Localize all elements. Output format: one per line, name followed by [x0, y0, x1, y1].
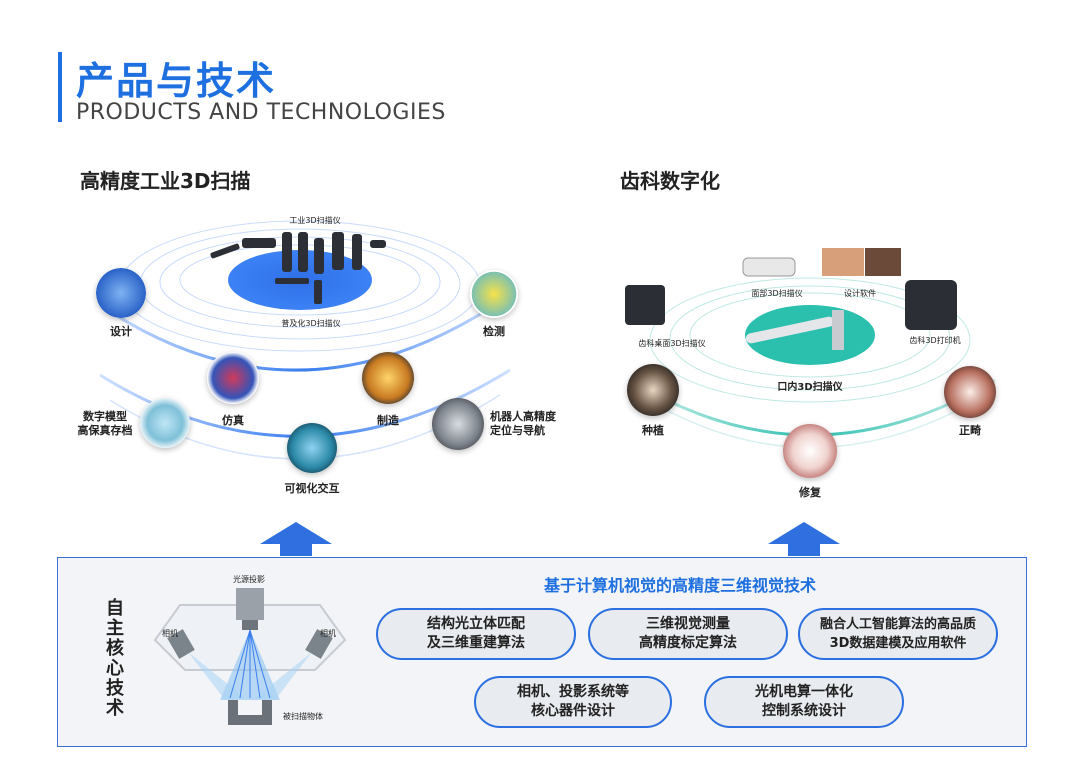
tech-pill-control-system: 光机电算一体化 控制系统设计: [704, 676, 904, 728]
robot-label: 机器人高精度 定位与导航: [490, 410, 556, 437]
right-section-title: 齿科数字化: [620, 169, 720, 193]
archive-label: 数字模型 高保真存档: [77, 410, 133, 437]
core-tech-headline: 基于计算机视觉的高精度三维视觉技术: [543, 576, 816, 595]
inspect-icon: [470, 270, 518, 318]
right-up-arrow-icon: [768, 522, 840, 556]
design-label: 设计: [110, 325, 132, 338]
object-label: 被扫描物体: [283, 712, 323, 721]
tech-pill-ai-modeling: 融合人工智能算法的高品质 3D数据建模及应用软件: [798, 608, 998, 660]
inspect-label: 检测: [483, 325, 505, 338]
design-icon: [96, 268, 146, 318]
popular-scanner-label: 普及化3D扫描仪: [281, 319, 341, 328]
camera-left-label: 相机: [162, 629, 178, 638]
camera-left-icon: [167, 629, 195, 659]
scanned-object-icon: [228, 700, 272, 725]
intraoral-label: 口内3D扫描仪: [777, 382, 843, 393]
manufacture-icon: [362, 352, 414, 404]
tech-pill-core-devices: 相机、投影系统等 核心器件设计: [474, 676, 672, 728]
face-scanner-label: 面部3D扫描仪: [751, 289, 803, 298]
camera-right-icon: [305, 629, 333, 659]
visual-label: 可视化交互: [284, 482, 340, 495]
industrial-scanner-label: 工业3D扫描仪: [289, 216, 341, 225]
restore-label: 修复: [799, 486, 821, 499]
implant-icon: [627, 364, 679, 416]
design-software-label: 设计软件: [844, 289, 876, 298]
simulation-icon: [207, 352, 259, 404]
restore-icon: [783, 424, 837, 478]
projector-icon: [236, 588, 264, 620]
tech-pill-structured-light: 结构光立体匹配 及三维重建算法: [376, 608, 576, 660]
structured-light-diagram: [153, 588, 347, 725]
implant-label: 种植: [642, 424, 664, 437]
desktop-scanner-label: 齿科桌面3D扫描仪: [638, 339, 706, 348]
industrial-scan-diagram: [99, 220, 511, 460]
left-section-title: 高精度工业3D扫描: [80, 169, 251, 193]
robot-icon: [432, 398, 484, 450]
core-tech-vertical-title: 自主核心技术: [103, 598, 124, 718]
ortho-icon: [944, 366, 996, 418]
dental-devices-icon: [625, 248, 957, 350]
visual-icon: [287, 423, 337, 473]
title-accent-bar: [58, 52, 62, 122]
left-up-arrow-icon: [260, 522, 332, 556]
camera-right-label: 相机: [320, 629, 336, 638]
manufacture-label: 制造: [377, 414, 399, 427]
tech-pill-calibration: 三维视觉测量 高精度标定算法: [588, 608, 788, 660]
ortho-label: 正畸: [959, 424, 981, 437]
page-title: 产品与技术: [76, 59, 277, 103]
archive-icon: [140, 398, 190, 448]
simulation-label: 仿真: [222, 414, 244, 427]
printer-label: 齿科3D打印机: [909, 336, 961, 345]
page-subtitle: PRODUCTS AND TECHNOLOGIES: [76, 100, 446, 125]
projector-label: 光源投影: [233, 575, 265, 584]
scanner-devices-icon: [210, 232, 386, 304]
